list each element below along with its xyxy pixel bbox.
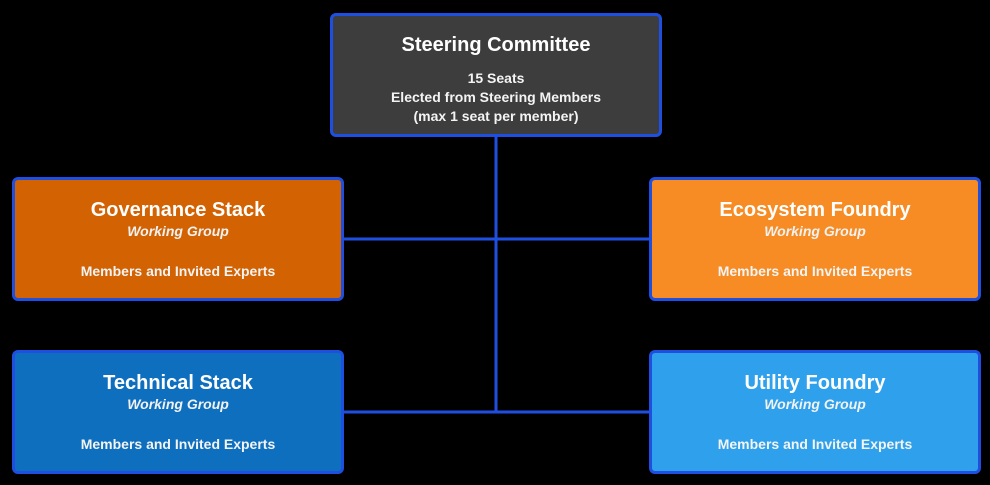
working-group-title: Ecosystem Foundry [719,199,911,221]
working-group-members: Members and Invited Experts [80,436,276,452]
ecosystem-foundry-box: Ecosystem Foundry Working Group Members … [649,177,981,301]
steering-committee-box: Steering Committee 15 Seats Elected from… [330,13,662,137]
working-group-title: Technical Stack [103,372,253,394]
working-group-title: Utility Foundry [744,372,886,394]
steering-seat-limit-line: (max 1 seat per member) [413,108,579,124]
working-group-title: Governance Stack [90,199,266,221]
steering-committee-title: Steering Committee [401,34,591,56]
technical-stack-box: Technical Stack Working Group Members an… [12,350,344,474]
working-group-members: Members and Invited Experts [717,263,913,279]
steering-seats-line: 15 Seats [467,70,525,86]
working-group-subtitle: Working Group [127,396,229,412]
working-group-subtitle: Working Group [764,396,866,412]
working-group-members: Members and Invited Experts [80,263,276,279]
utility-foundry-box: Utility Foundry Working Group Members an… [649,350,981,474]
governance-stack-box: Governance Stack Working Group Members a… [12,177,344,301]
working-group-subtitle: Working Group [127,223,229,239]
working-group-members: Members and Invited Experts [717,436,913,452]
steering-election-line: Elected from Steering Members [390,89,602,105]
working-group-subtitle: Working Group [764,223,866,239]
